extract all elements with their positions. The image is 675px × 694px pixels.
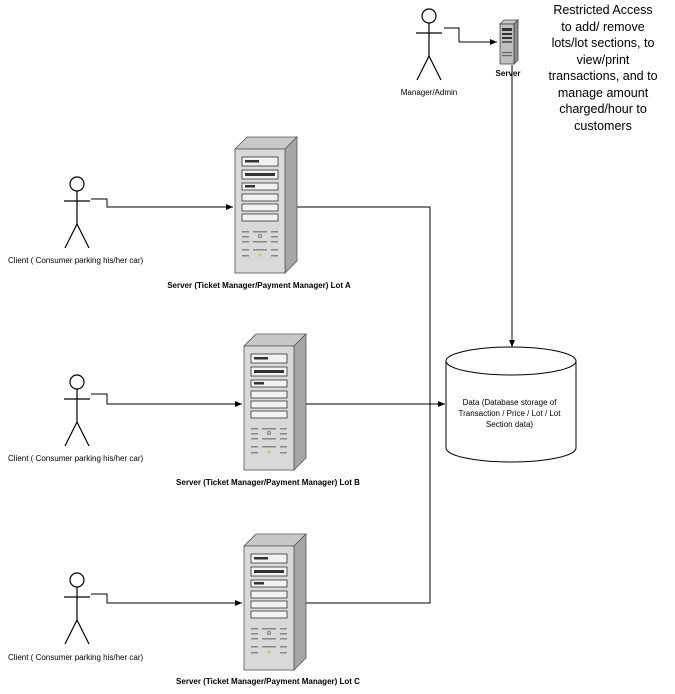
client-c-actor-icon [63, 572, 91, 645]
server-lot-a-label: Server (Ticket Manager/Payment Manager) … [167, 281, 351, 290]
database-label: Data (Database storage of Transaction / … [458, 398, 561, 429]
restricted-access-note: Restricted Access to add/ remove lots/lo… [548, 3, 658, 133]
connectors [91, 27, 515, 606]
connector-server-a-db [292, 206, 431, 404]
client-a-label: Client ( Consumer parking his/her car) [8, 256, 144, 265]
client-b-actor-icon [63, 374, 91, 447]
client-a-actor-icon [63, 176, 91, 249]
connector-client-a-server-a [91, 198, 233, 210]
manager-admin-label: Manager/Admin [400, 88, 458, 97]
server-lot-c-icon [243, 533, 307, 671]
admin-server-icon [499, 19, 519, 65]
database-cylinder-icon [445, 346, 577, 463]
admin-server-label: Server [495, 69, 521, 78]
server-lot-a-icon [234, 136, 298, 274]
manager-admin-actor-icon [415, 8, 443, 81]
server-lot-c-label: Server (Ticket Manager/Payment Manager) … [176, 677, 360, 686]
connector-client-c-server-c [91, 593, 242, 606]
connector-client-b-server-b [91, 393, 242, 407]
connector-server-c-db [306, 404, 431, 604]
server-lot-b-icon [243, 333, 307, 471]
client-c-label: Client ( Consumer parking his/her car) [8, 653, 144, 662]
server-lot-b-label: Server (Ticket Manager/Payment Manager) … [176, 478, 360, 487]
connector-admin-server [444, 27, 497, 45]
client-b-label: Client ( Consumer parking his/her car) [8, 454, 144, 463]
